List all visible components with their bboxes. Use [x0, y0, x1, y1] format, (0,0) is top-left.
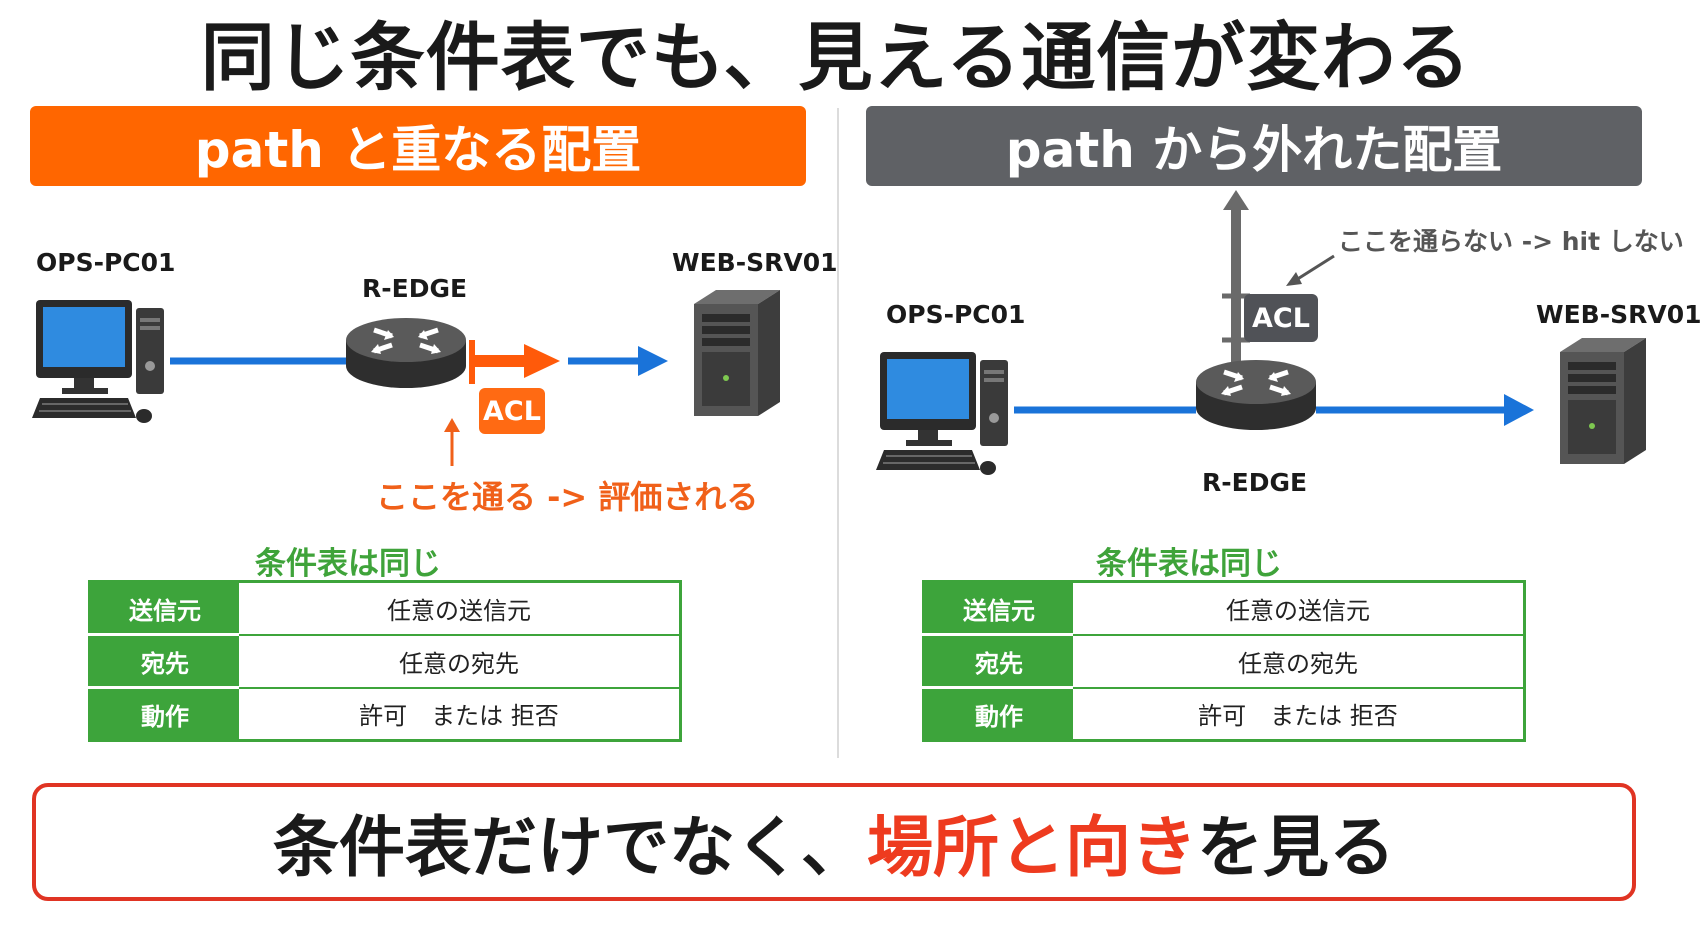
row-key: 送信元 [923, 581, 1073, 636]
row-value: 許可 または 拒否 [359, 702, 559, 731]
bottom-message-part1: 条件表だけでなく、 [273, 809, 867, 886]
row-key: 宛先 [89, 634, 239, 689]
row-value: 許可 または 拒否 [1198, 702, 1398, 731]
right-note: ここを通らない -> hit しない [1338, 227, 1684, 256]
table-row: 宛先 任意の宛先 [89, 634, 681, 689]
bottom-message-highlight: 場所と向き [867, 809, 1197, 886]
right-server-icon [1560, 338, 1646, 464]
left-condition-table: 送信元 任意の送信元 宛先 任意の宛先 動作 許可 または 拒否 [88, 580, 682, 742]
right-condition-table: 送信元 任意の送信元 宛先 任意の宛先 動作 許可 または 拒否 [922, 580, 1526, 742]
row-key: 宛先 [923, 634, 1073, 689]
bottom-message-box: 条件表だけでなく、場所と向きを見る [32, 783, 1636, 901]
bottom-message-part2: を見る [1197, 809, 1395, 886]
panel-divider [837, 108, 839, 758]
right-flow-arrow-head [1504, 394, 1534, 426]
right-router-icon [1196, 360, 1316, 430]
row-key: 動作 [923, 687, 1073, 741]
right-pc-icon [875, 351, 1009, 476]
left-pc-label: OPS-PC01 [36, 248, 176, 277]
left-note: ここを通る -> 評価される [376, 478, 759, 516]
left-panel-banner: path と重なる配置 [30, 106, 806, 186]
left-router-icon [346, 318, 466, 388]
table-row: 宛先 任意の宛先 [923, 634, 1525, 689]
left-note-pointer-head [444, 418, 460, 432]
page-title: 同じ条件表でも、見える通信が変わる [200, 15, 1472, 101]
left-table-title: 条件表は同じ [255, 546, 441, 582]
right-note-pointer-head [1286, 272, 1302, 286]
left-router-label: R-EDGE [362, 274, 468, 303]
right-side-path-arrow [1223, 190, 1249, 210]
right-acl-badge: ACL [1244, 294, 1318, 342]
row-value: 任意の宛先 [239, 634, 681, 689]
right-server-label: WEB-SRV01 [1536, 300, 1701, 329]
right-panel-banner: path から外れた配置 [866, 106, 1642, 186]
row-key: 送信元 [89, 581, 239, 636]
left-server-label: WEB-SRV01 [672, 248, 838, 277]
left-acl-badge: ACL [479, 388, 545, 434]
table-row: 送信元 任意の送信元 [89, 581, 681, 636]
table-row: 動作 許可 または 拒否 [89, 687, 681, 741]
left-acl-arrow-head [524, 344, 560, 378]
left-pc-icon [31, 299, 165, 424]
row-key: 動作 [89, 687, 239, 741]
right-table-title: 条件表は同じ [1096, 546, 1282, 582]
right-pc-label: OPS-PC01 [886, 300, 1026, 329]
row-value: 任意の宛先 [1073, 634, 1525, 689]
right-note-pointer [1295, 254, 1335, 282]
row-value: 任意の送信元 [1073, 581, 1525, 636]
left-flow-arrow-head [638, 346, 668, 376]
row-value: 任意の送信元 [239, 581, 681, 636]
right-router-label: R-EDGE [1202, 468, 1308, 497]
table-row: 送信元 任意の送信元 [923, 581, 1525, 636]
left-server-icon [694, 290, 780, 416]
table-row: 動作 許可 または 拒否 [923, 687, 1525, 741]
